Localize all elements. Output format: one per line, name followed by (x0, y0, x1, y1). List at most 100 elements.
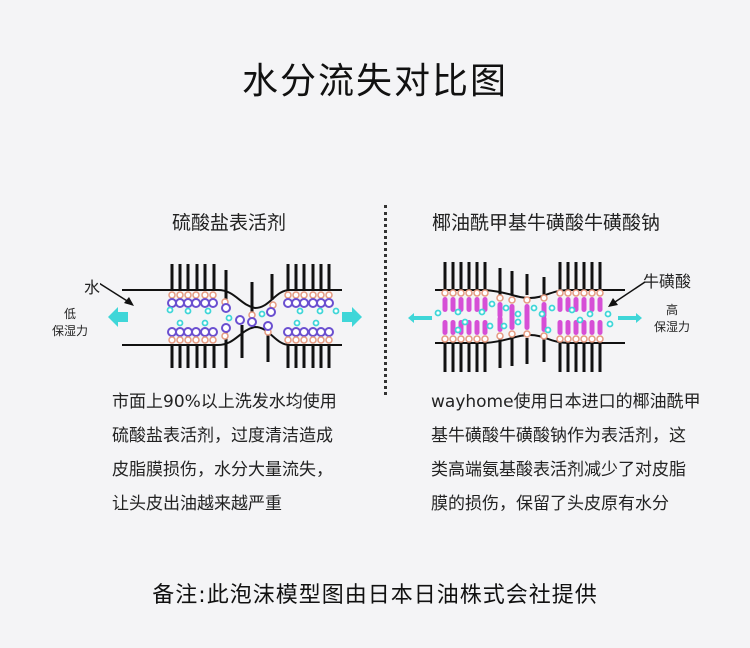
text-line: 让头皮出油越来越严重 (112, 494, 282, 514)
head-group (496, 332, 504, 340)
head-group (481, 335, 489, 343)
water-molecule (488, 300, 496, 308)
taurine-molecule (497, 302, 503, 318)
right-heading: 椰油酰甲基牛磺酸牛磺酸钠 (432, 212, 661, 234)
sulfate-molecule (208, 327, 218, 337)
water-molecule (176, 319, 184, 327)
head-group (457, 335, 465, 343)
water-molecule (296, 307, 304, 315)
taurine-molecule (474, 297, 480, 312)
head-group (523, 330, 531, 338)
sulfate-molecule (191, 327, 201, 337)
high-retention-label: 高 保湿力 (654, 302, 690, 336)
sulfate-molecule (316, 327, 326, 337)
sulfate-molecule (266, 307, 276, 317)
head-group (508, 296, 516, 304)
taurine-molecule (442, 297, 448, 312)
water-molecule (500, 322, 508, 330)
taurine-molecule (482, 320, 488, 335)
head-group (523, 296, 531, 304)
water-molecule (316, 307, 324, 315)
sulfate-molecule (299, 298, 309, 308)
sulfate-molecule (221, 323, 231, 333)
sulfate-molecule (167, 298, 177, 308)
head-group (580, 289, 588, 297)
page-title: 水分流失对比图 (241, 61, 508, 102)
head-group (572, 335, 580, 343)
taurine-molecule (442, 320, 448, 335)
sulfate-molecule (208, 298, 218, 308)
sulfate-molecule (283, 298, 293, 308)
sulfate-molecule (283, 327, 293, 337)
head-group (473, 335, 481, 343)
left-heading: 硫酸盐表活剂 (172, 212, 287, 234)
pointer-line (100, 282, 133, 305)
head-group (201, 291, 209, 299)
water-molecule (258, 310, 266, 318)
text-line: 类高端氨基酸表活剂减少了对皮脂 (431, 460, 686, 480)
head-group (168, 336, 176, 344)
water-molecule (201, 319, 209, 327)
water-molecule (514, 318, 522, 326)
water-molecule (538, 310, 546, 318)
sulfate-molecule (175, 327, 185, 337)
head-group (168, 291, 176, 299)
head-group (300, 336, 308, 344)
head-group (449, 335, 457, 343)
head-group (201, 336, 209, 344)
left-description: 市面上90%以上洗发水均使用 硫酸盐表活剂，过度清洁造成 皮脂膜损伤，水分大量流… (112, 385, 337, 521)
right-description: wayhome使用日本进口的椰油酰甲 基牛磺酸牛磺酸钠作为表活剂，这 类高端氨基… (431, 385, 701, 521)
water-molecule (502, 304, 510, 312)
head-group (317, 291, 325, 299)
taurine-molecule (458, 297, 464, 312)
low-retention-label: 低 保湿力 (52, 306, 88, 340)
sulfate-molecule (183, 298, 193, 308)
pointer-arrowhead-icon (124, 297, 134, 306)
taurine-molecule (509, 314, 515, 330)
head-group (457, 289, 465, 297)
taurine-molecule (482, 297, 488, 312)
sulfate-molecule (247, 317, 257, 327)
sulfate-molecule (221, 303, 231, 313)
water-molecule (454, 308, 462, 316)
sulfate-molecule (316, 298, 326, 308)
taurine-molecule (565, 320, 571, 335)
head-group (309, 336, 317, 344)
taurine-molecule (557, 320, 563, 335)
taurine-molecule (524, 314, 530, 330)
taurate-membrane-diagram (408, 262, 646, 372)
arrow-right-icon (618, 313, 642, 323)
head-group (572, 289, 580, 297)
sulfate-molecule (263, 321, 273, 331)
water-molecule (530, 304, 538, 312)
high-label: 高 (666, 303, 679, 317)
head-group (309, 291, 317, 299)
head-group (564, 335, 572, 343)
text-line: 市面上90%以上洗发水均使用 (112, 392, 337, 412)
head-group (441, 289, 449, 297)
water-molecule (454, 326, 462, 334)
water-molecule (548, 304, 556, 312)
sulfate-molecule (200, 298, 210, 308)
head-group (317, 336, 325, 344)
head-group (209, 336, 217, 344)
taurine-molecule (450, 297, 456, 312)
water-molecule (606, 320, 614, 328)
low-label: 低 (64, 307, 77, 321)
sulfate-molecule (175, 298, 185, 308)
taurine-molecule (589, 297, 595, 312)
head-group (540, 332, 548, 340)
head-group (284, 336, 292, 344)
head-group (473, 289, 481, 297)
head-group (465, 289, 473, 297)
head-group (441, 335, 449, 343)
water-molecule (312, 319, 320, 327)
water-molecule (461, 318, 469, 326)
sulfate-molecule (191, 298, 201, 308)
water-molecule (225, 314, 233, 322)
head-group (465, 335, 473, 343)
head-group (209, 291, 217, 299)
water-molecule (478, 308, 486, 316)
head-group (176, 336, 184, 344)
sulfate-membrane-diagram (100, 264, 362, 368)
